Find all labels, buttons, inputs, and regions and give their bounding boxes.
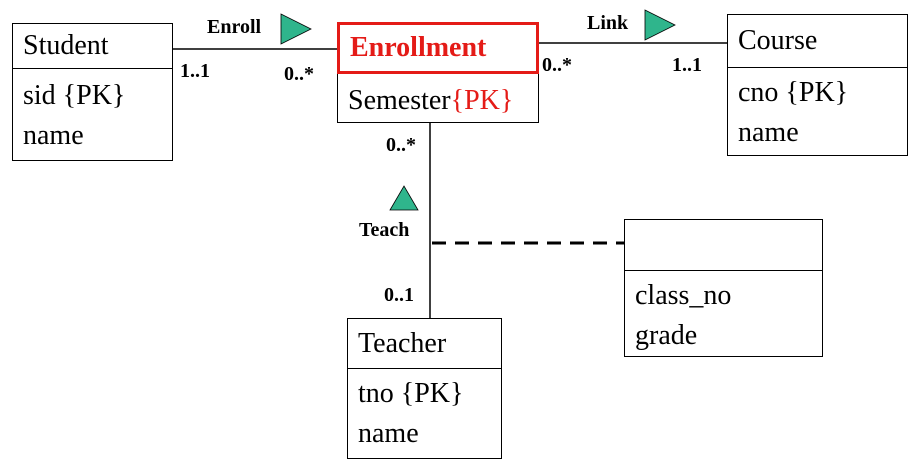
student-attr-sid: sid {PK} <box>23 80 126 111</box>
link-label: Link <box>587 12 629 34</box>
enrollment-class[interactable]: Enrollment Semester{PK} <box>337 22 539 123</box>
teacher-class[interactable]: Teacher tno {PK} name <box>347 318 502 459</box>
enroll-label: Enroll <box>207 16 262 38</box>
association-class-name <box>625 220 822 271</box>
enrollment-attr-pk: {PK} <box>450 85 514 116</box>
enroll-mult-enrollment: 0..* <box>284 63 314 85</box>
student-class[interactable]: Student sid {PK} name <box>12 23 173 161</box>
enroll-mult-student: 1..1 <box>180 60 210 82</box>
teach-direction-arrow-icon <box>389 185 419 211</box>
association-class[interactable]: class_no grade <box>624 219 823 357</box>
student-attr-name: name <box>23 120 84 151</box>
student-class-name: Student <box>13 24 172 69</box>
enroll-direction-arrow-icon <box>280 13 312 45</box>
teach-mult-teacher: 0..1 <box>384 284 414 306</box>
enrollment-attr-semester: Semester <box>348 85 451 116</box>
course-attr-name: name <box>738 117 799 148</box>
link-direction-arrow-icon <box>644 9 676 41</box>
enrollment-class-name: Enrollment <box>337 22 539 74</box>
course-attributes: cno {PK} name <box>728 73 907 155</box>
association-class-attributes: class_no grade <box>625 276 822 356</box>
assoc-attr-grade: grade <box>635 320 698 351</box>
teacher-attr-tno: tno {PK} <box>358 378 464 409</box>
teacher-class-name: Teacher <box>348 319 501 369</box>
teacher-attributes: tno {PK} name <box>348 374 501 458</box>
link-mult-enrollment: 0..* <box>542 54 572 76</box>
enrollment-attributes: Semester{PK} <box>338 81 538 122</box>
student-attributes: sid {PK} name <box>13 76 172 160</box>
course-class-name: Course <box>728 15 907 68</box>
link-mult-course: 1..1 <box>672 54 702 76</box>
teach-mult-enrollment: 0..* <box>386 134 416 156</box>
teacher-attr-name: name <box>358 418 419 449</box>
teach-label: Teach <box>359 219 410 241</box>
course-class[interactable]: Course cno {PK} name <box>727 14 908 156</box>
course-attr-cno: cno {PK} <box>738 77 849 108</box>
assoc-attr-class-no: class_no <box>635 280 732 311</box>
